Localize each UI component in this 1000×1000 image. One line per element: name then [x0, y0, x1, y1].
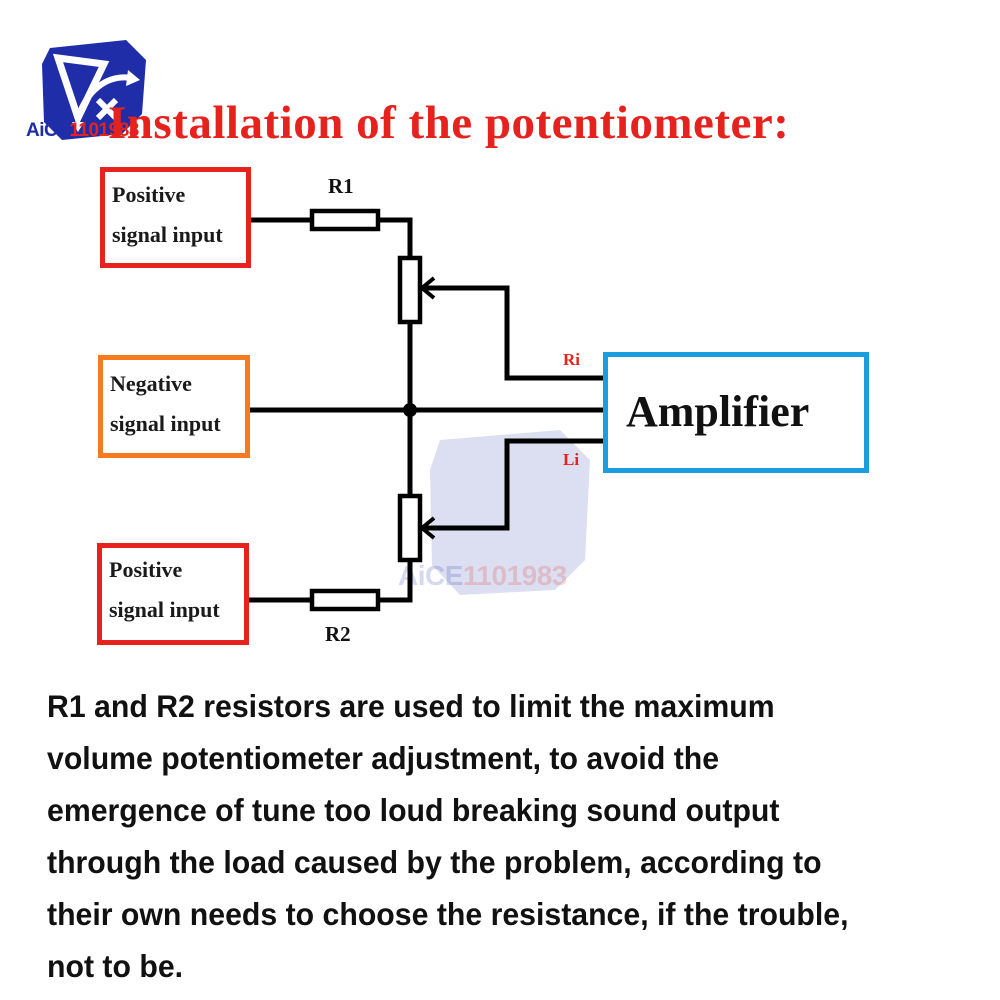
- brand-name-part1: AiCE: [26, 120, 70, 141]
- resistor-r2-label: R2: [325, 622, 351, 646]
- input-box-positive-top-label: Positive signal input: [112, 175, 223, 255]
- description-paragraph: R1 and R2 resistors are used to limit th…: [47, 680, 949, 992]
- resistor-r2-icon: [309, 588, 381, 612]
- description-line: not to be.: [47, 948, 184, 984]
- input-box-negative: [98, 355, 250, 458]
- watermark-part2: 1101983: [462, 560, 567, 591]
- input-box-negative-label: Negative signal input: [110, 364, 221, 444]
- junction-dot: [403, 403, 417, 417]
- page-title: Installation of the potentiometer:: [108, 97, 790, 149]
- potentiometer-top-icon: [397, 255, 423, 325]
- amplifier-input-li-label: Li: [563, 450, 580, 469]
- description-line: emergence of tune too loud breaking soun…: [47, 792, 780, 828]
- description-line: through the load caused by the problem, …: [47, 844, 822, 880]
- input-label-line1: Positive: [112, 182, 186, 207]
- description-line: volume potentiometer adjustment, to avoi…: [47, 740, 720, 776]
- potentiometer-bottom-icon: [397, 493, 423, 563]
- input-box-positive-top: [100, 167, 251, 268]
- amplifier-label: Amplifier: [626, 387, 810, 436]
- input-label-line1: Negative: [110, 371, 192, 396]
- brand-name-part2: 1101983: [69, 120, 139, 141]
- input-box-positive-bottom: [97, 543, 249, 645]
- description-line: their own needs to choose the resistance…: [47, 896, 849, 932]
- wiper-arrow-bottom-icon: [420, 516, 436, 540]
- input-label-line2: signal input: [109, 597, 220, 622]
- resistor-r1-label: R1: [328, 174, 354, 198]
- description-line: R1 and R2 resistors are used to limit th…: [47, 688, 775, 724]
- resistor-r1-icon: [309, 208, 381, 232]
- input-box-positive-bottom-label: Positive signal input: [109, 550, 220, 630]
- input-label-line2: signal input: [110, 411, 221, 436]
- input-label-line1: Positive: [109, 557, 183, 582]
- wiper-arrow-top-icon: [420, 276, 436, 300]
- amplifier-box: [603, 352, 869, 473]
- brand-logo-icon: [42, 40, 146, 140]
- brand-name: AiCE1101983: [26, 120, 139, 142]
- input-label-line2: signal input: [112, 222, 223, 247]
- amplifier-input-ri-label: Ri: [563, 350, 580, 369]
